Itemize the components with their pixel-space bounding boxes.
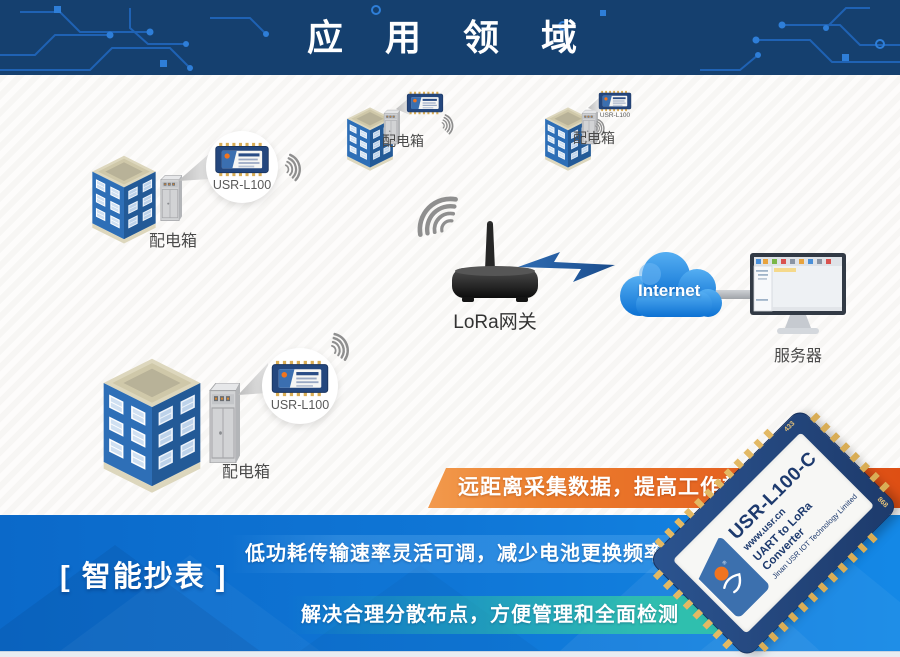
benefit-banner-3: 解决合理分散布点，方便管理和全面检测 [301, 604, 679, 626]
internet-cloud-icon [620, 252, 722, 317]
application-diagram: 配电箱 USR-L100 配电箱 USR-L100 配电箱 USR-L100 配… [0, 75, 900, 515]
pcb-board: 433 868 ® USR-L100-C www.usr.cn UART to … [647, 407, 900, 657]
lora-module-icon [406, 91, 444, 115]
cluster-label: 配电箱 [221, 464, 270, 481]
lora-module-icon [598, 90, 632, 112]
usr-logo-icon: ® [687, 535, 771, 619]
page-title: 应 用 领 域 [306, 17, 593, 58]
network-cable [714, 290, 760, 299]
circuit-pattern-icon [0, 5, 900, 71]
building-icon [103, 358, 201, 493]
wifi-signal-icon [439, 113, 456, 136]
cluster-label: 配电箱 [573, 130, 615, 146]
lightning-bolt-icon [518, 252, 615, 282]
lora-gateway-icon [452, 221, 538, 302]
header-banner: 应 用 领 域 [0, 0, 900, 75]
band-433-label: 433 [783, 420, 797, 434]
product-sticker: ® USR-L100-C www.usr.cn UART to LoRa Con… [672, 432, 875, 634]
callout-wedge-icon [238, 363, 268, 395]
product-module-photo: 433 868 ® USR-L100-C www.usr.cn UART to … [647, 407, 900, 657]
svg-text:®: ® [721, 559, 729, 567]
footer-strip [0, 651, 900, 657]
callout-wedge-icon [588, 97, 600, 113]
section-headline: [ 智能抄表 ] [60, 561, 228, 593]
callout-wedge-icon [178, 153, 210, 181]
gateway-label: LoRa网关 [453, 312, 537, 333]
lora-module-icon [214, 142, 270, 177]
benefit-banner-2: 低功耗传输速率灵活可调，减少电池更换频率 [245, 543, 665, 565]
server-monitor-icon [750, 253, 846, 334]
module-caption: USR-L100 [599, 112, 631, 119]
band-868-label: 868 [875, 495, 890, 510]
module-caption: USR-L100 [212, 178, 272, 192]
cabinet-icon [209, 383, 240, 463]
internet-label: Internet [638, 281, 701, 300]
lora-module-icon [270, 360, 330, 397]
callout-wedge-icon [396, 97, 410, 115]
module-caption: USR-L100 [270, 398, 330, 412]
cluster-label: 配电箱 [148, 233, 197, 250]
wifi-signal-icon [282, 152, 304, 183]
benefit-band-2 [228, 535, 680, 573]
server-label: 服务器 [773, 348, 822, 365]
benefit-band-3 [288, 596, 728, 634]
cluster-label: 配电箱 [382, 133, 424, 149]
